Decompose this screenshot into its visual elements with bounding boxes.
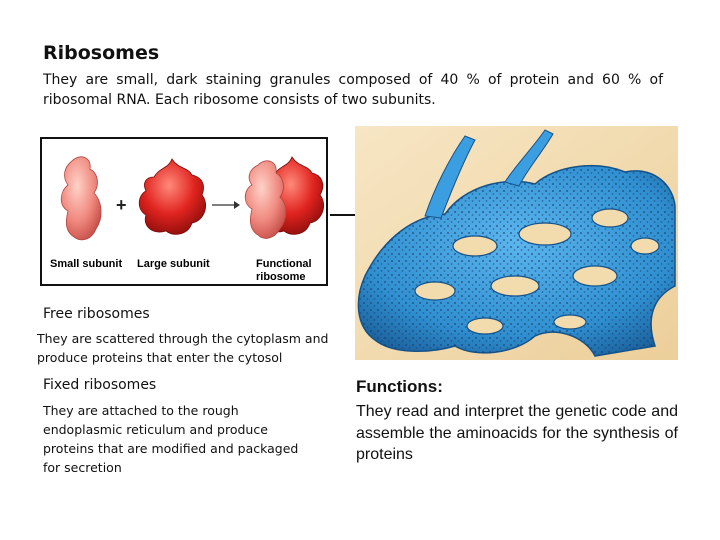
free-ribosomes-text: They are scattered through the cytoplasm… [37, 331, 329, 365]
er-hole [591, 208, 629, 228]
er-hole [553, 314, 587, 330]
small-subunit-label: Small subunit [50, 258, 122, 270]
er-hole [466, 317, 504, 335]
functional-ribosome-label-line2: ribosome [256, 271, 306, 283]
functional-small-part [244, 160, 287, 239]
plus-sign: + [116, 195, 127, 215]
arrow-head [234, 201, 240, 209]
er-hole [452, 235, 498, 257]
er-hole [490, 275, 540, 297]
rough-er-graphic [355, 126, 678, 360]
large-subunit-shape [138, 158, 206, 235]
page-title: Ribosomes [43, 42, 160, 64]
free-ribosomes-heading: Free ribosomes [43, 306, 150, 322]
er-hole [572, 265, 618, 287]
intro-paragraph: They are small, dark staining granules c… [43, 72, 663, 108]
er-hole [414, 281, 456, 301]
er-hole [630, 237, 660, 255]
er-tubule-top2 [504, 129, 554, 187]
functions-text: They read and interpret the genetic code… [356, 403, 678, 463]
ribosome-subunits-diagram: + Small subunit Large subunit Functional… [40, 137, 328, 286]
large-subunit-label: Large subunit [137, 258, 210, 270]
functional-ribosome-label-line1: Functional [256, 258, 312, 270]
fixed-ribosomes-heading: Fixed ribosomes [43, 377, 157, 393]
rough-er-illustration [355, 126, 678, 360]
er-tubule-top [424, 135, 476, 219]
er-hole [518, 222, 572, 246]
small-subunit-shape [60, 156, 102, 241]
functions-heading: Functions: [356, 377, 443, 396]
subunits-illustration: + Small subunit Large subunit Functional… [50, 156, 324, 283]
fixed-ribosomes-text: They are attached to the rough endoplasm… [43, 403, 299, 475]
